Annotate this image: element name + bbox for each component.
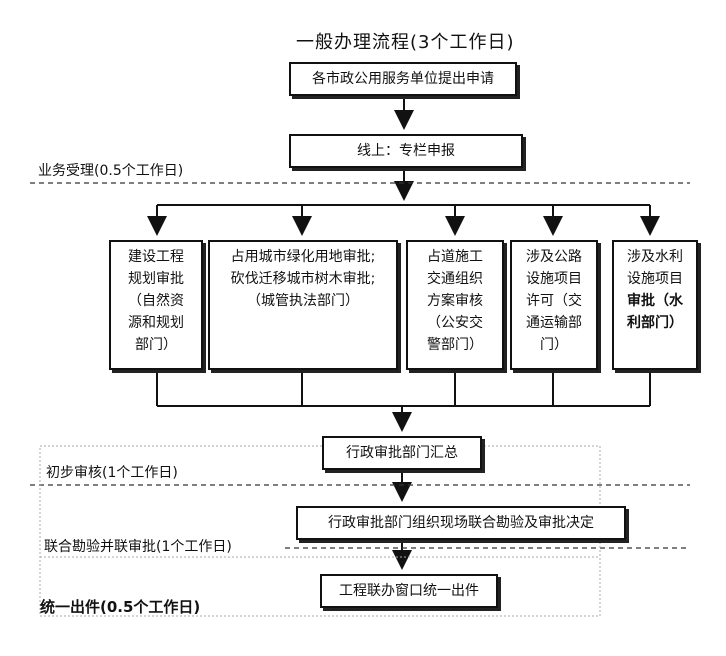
branch-line: 方案审核 (427, 293, 483, 309)
branch-water: 涉及水利 设施项目 审批（水 利部门） (612, 240, 698, 370)
phase-acceptance: 业务受理(0.5个工作日) (38, 163, 184, 179)
branch-traffic: 占道施工 交通组织 方案审核 （公安交 警部门） (406, 240, 504, 370)
branch-line: 涉及公路 (526, 249, 582, 265)
branch-line: 交通组织 (427, 271, 483, 287)
joint-label: 行政审批部门组织现场联合勘验及审批决定 (328, 515, 594, 531)
branch-line: （自然资 (128, 293, 184, 309)
branch-line: 门） (540, 337, 568, 353)
online-label: 线上：专栏申报 (357, 143, 455, 159)
branch-line: 设施项目 (627, 271, 683, 287)
branch-line: 通运输部 (526, 315, 582, 331)
branch-line: 砍伐迁移城市树木审批; (230, 271, 376, 287)
phase-joint-review: 联合勘验并联审批(1个工作日) (44, 539, 232, 555)
branch-line: 许可（交 (526, 293, 582, 309)
branch-line: 规划审批 (128, 271, 184, 287)
branch-line: 建设工程 (128, 249, 184, 265)
branch-line: 部门） (135, 337, 177, 353)
branch-line: 源和规划 (128, 315, 184, 331)
phase-preliminary: 初步审核(1个工作日) (46, 465, 178, 481)
branch-line: （城管执法部门） (247, 293, 359, 309)
branch-greening: 占用城市绿化用地审批; 砍伐迁移城市树木审批; （城管执法部门） (208, 240, 398, 370)
branch-line: 警部门） (427, 337, 483, 353)
summary-label: 行政审批部门汇总 (346, 445, 458, 461)
branch-line: 利部门） (627, 315, 683, 331)
summary-box: 行政审批部门汇总 (322, 436, 482, 470)
branch-line: 审批（水 (627, 293, 683, 309)
joint-box: 行政审批部门组织现场联合勘验及审批决定 (296, 506, 626, 540)
flow-title: 一般办理流程(3个工作日) (296, 32, 515, 53)
issue-label: 工程联办窗口统一出件 (339, 583, 479, 599)
issue-box: 工程联办窗口统一出件 (320, 574, 498, 608)
branch-line: 占用城市绿化用地审批; (230, 249, 376, 265)
branch-planning: 建设工程 规划审批 （自然资 源和规划 部门） (109, 240, 203, 370)
branch-line: 占道施工 (427, 249, 483, 265)
apply-box: 各市政公用服务单位提出申请 (289, 62, 517, 96)
branch-line: 设施项目 (526, 271, 582, 287)
online-box: 线上：专栏申报 (289, 134, 523, 168)
branch-line: 涉及水利 (627, 249, 683, 265)
phase-issue: 统一出件(0.5个工作日) (40, 598, 201, 616)
branch-highway: 涉及公路 设施项目 许可（交 通运输部 门） (510, 240, 598, 370)
branch-line: （公安交 (427, 315, 483, 331)
apply-label: 各市政公用服务单位提出申请 (312, 71, 494, 87)
